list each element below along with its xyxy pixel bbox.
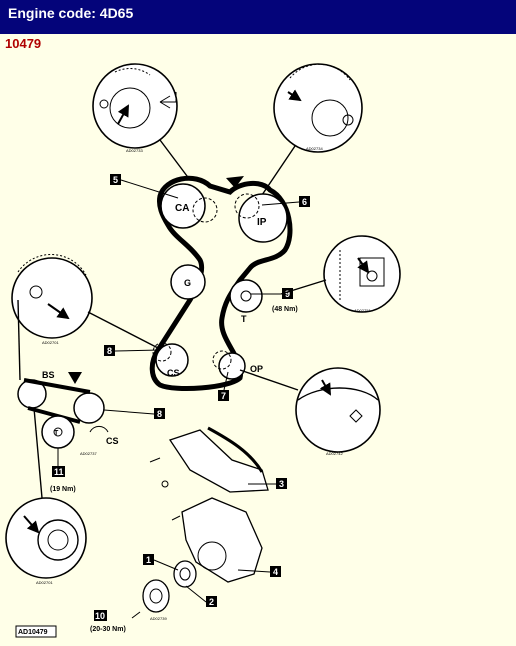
crank-pulley-assembly: 1 2 10 (20-30 Nm) AD02739: [90, 554, 217, 633]
svg-text:CA: CA: [175, 203, 189, 214]
callout-4: [270, 566, 281, 577]
torque-11: (19 Nm): [50, 486, 76, 493]
detail-oil-pump-mark: AD02742: [295, 367, 381, 456]
belt-direction-icon: [226, 176, 244, 188]
ref-label: AD02733: [126, 148, 143, 153]
svg-text:CS: CS: [106, 436, 119, 446]
svg-text:7: 7: [221, 391, 226, 401]
callout-1: [143, 554, 154, 565]
callout-8-balance: [154, 408, 165, 419]
callout-6: [299, 196, 310, 207]
callout-10: [94, 610, 107, 621]
detail-camshaft-mark: AD02733: [92, 63, 178, 153]
camshaft-pulley: CA: [160, 183, 218, 229]
svg-text:BS: BS: [42, 370, 55, 380]
ref-label: AD02736: [185, 386, 202, 391]
belt-direction-icon: [68, 372, 82, 384]
svg-text:6: 6: [302, 197, 307, 207]
callout-7: [218, 390, 229, 401]
torque-10: (20-30 Nm): [90, 626, 126, 633]
crankshaft-pulley: CS: [152, 342, 189, 378]
svg-text:OP: OP: [250, 364, 263, 374]
svg-text:AD02737: AD02737: [80, 451, 97, 456]
svg-text:AD02701: AD02701: [36, 580, 53, 585]
svg-text:AD02751: AD02751: [354, 308, 371, 313]
svg-text:IP: IP: [257, 217, 267, 228]
callout-11: [52, 466, 65, 477]
svg-text:11: 11: [54, 467, 64, 477]
callout-3: [276, 478, 287, 489]
balance-tensioner: T AD02737: [41, 415, 97, 466]
detail-balance-sprocket: AD02701: [5, 497, 87, 585]
balance-shaft-belt: BS CS: [17, 370, 119, 446]
svg-text:4: 4: [273, 567, 278, 577]
callout-9: [282, 288, 293, 299]
svg-text:9: 9: [285, 289, 290, 299]
svg-text:8: 8: [157, 409, 162, 419]
detail-crank-sprocket: AD02701: [11, 254, 93, 345]
document-code: 10479: [5, 36, 42, 51]
svg-text:T: T: [241, 314, 247, 324]
svg-text:3: 3: [279, 479, 284, 489]
svg-text:5: 5: [113, 175, 118, 185]
callout-8-main: [104, 345, 115, 356]
injection-pump-pulley: IP: [234, 193, 288, 243]
svg-text:10: 10: [95, 611, 105, 621]
timing-cover-lower: 4: [171, 497, 281, 583]
detail-tensioner: AD02751: [323, 235, 401, 313]
timing-belt: [149, 175, 293, 391]
tensioner-pulley: T: [229, 279, 281, 324]
svg-text:1: 1: [146, 555, 151, 565]
figure-id: AD10479: [18, 629, 48, 636]
title-bar: Engine code: 4D65: [0, 0, 516, 34]
svg-text:8: 8: [107, 346, 112, 356]
torque-9: (48 Nm): [272, 306, 298, 313]
svg-text:G: G: [184, 278, 191, 288]
figure-id-box: [15, 625, 57, 638]
timing-cover-upper: 3: [149, 426, 287, 493]
callout-2: [206, 596, 217, 607]
callout-5: [110, 174, 121, 185]
svg-text:AD02739: AD02739: [150, 616, 167, 621]
oil-pump-pulley: OP: [212, 350, 263, 380]
svg-text:2: 2: [209, 597, 214, 607]
guide-pulley: G: [170, 264, 206, 300]
svg-text:CS: CS: [167, 368, 180, 378]
svg-text:AD02742: AD02742: [326, 451, 343, 456]
svg-text:AD02701: AD02701: [42, 340, 59, 345]
detail-injection-pump-mark: AD02734: [273, 63, 363, 153]
ref-label: AD02734: [306, 146, 323, 151]
svg-text:T: T: [54, 430, 59, 437]
page-title: Engine code: 4D65: [8, 5, 134, 21]
